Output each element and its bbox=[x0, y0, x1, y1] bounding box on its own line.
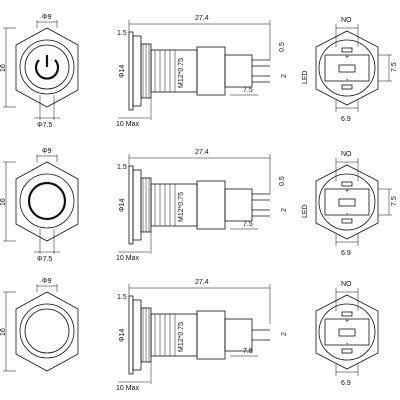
plus-label: + bbox=[345, 318, 349, 325]
length-label: 27.4 bbox=[195, 279, 209, 286]
switch-housing bbox=[196, 46, 226, 96]
front-view: Φ9 16 Φ7.5 bbox=[0, 148, 79, 263]
rear-width-label: 6.9 bbox=[341, 380, 351, 387]
no-terminal-bottom bbox=[341, 84, 353, 90]
side-view: M12*0.75 Φ14 27.4 1.5 10 Max 0.5 2 7.5 bbox=[116, 15, 288, 128]
side-view: M12*0.75 Φ14 27.4 1.5 10 Max 2 7.5 bbox=[116, 279, 288, 392]
flange-label: 1.5 bbox=[117, 294, 127, 301]
body-diameter-label: Φ14 bbox=[119, 199, 126, 212]
front-view: Φ9 16 bbox=[0, 278, 79, 372]
rear-height-label: 7.5 bbox=[391, 196, 398, 206]
length-label: 27.4 bbox=[195, 15, 209, 22]
length-label: 27.4 bbox=[195, 149, 209, 156]
hex-height-label: 16 bbox=[0, 328, 7, 336]
flange-label: 1.5 bbox=[117, 30, 127, 37]
minus-label: - bbox=[346, 211, 349, 218]
thread-label: M12*0.75 bbox=[178, 192, 185, 222]
pin-gap-label: 7.5 bbox=[243, 348, 253, 355]
side-view: M12*0.75 Φ14 27.4 1.5 10 Max 0.5 2 7.5 bbox=[116, 149, 288, 262]
no-label: NO bbox=[341, 17, 352, 24]
rear-view: + - NO LED 7.5 6.9 bbox=[302, 17, 398, 123]
max-label: 10 Max bbox=[116, 385, 139, 392]
max-label: 10 Max bbox=[116, 121, 139, 128]
terminal-block bbox=[224, 54, 253, 88]
bezel-body bbox=[132, 35, 142, 107]
pin-width-label: 0.5 bbox=[279, 42, 286, 52]
front-view: Φ9 16 Φ7.5 bbox=[0, 14, 79, 129]
minus-label: - bbox=[346, 341, 349, 348]
drawing-row-2: Φ9 16 Φ7.5 M12*0.75 Φ14 bbox=[0, 148, 398, 263]
power-symbol-icon bbox=[34, 55, 60, 80]
body-diameter-label: Φ14 bbox=[119, 329, 126, 342]
rear-hex-outline bbox=[315, 30, 379, 106]
pin-gap-label: 7.5 bbox=[243, 87, 253, 94]
max-label: 10 Max bbox=[116, 255, 139, 262]
pin-gap-label: 7.5 bbox=[243, 221, 253, 228]
hex-height-label: 16 bbox=[0, 64, 7, 72]
ring-diameter-label: Φ7.5 bbox=[37, 122, 52, 129]
nut-diameter-label: Φ9 bbox=[42, 148, 52, 155]
hex-nut-outline bbox=[15, 27, 79, 108]
flange-label: 1.5 bbox=[117, 164, 127, 171]
pin-height-label: 2 bbox=[281, 332, 288, 336]
thread-label: M12*0.75 bbox=[178, 58, 185, 88]
rear-width-label: 6.9 bbox=[341, 250, 351, 257]
hex-height-label: 16 bbox=[0, 198, 7, 206]
nut-diameter-label: Φ9 bbox=[42, 14, 52, 21]
body-diameter-label: Φ14 bbox=[119, 65, 126, 78]
rear-view: + - NO 6.9 bbox=[315, 281, 379, 387]
rear-circle bbox=[318, 39, 376, 97]
no-terminal-top bbox=[341, 47, 353, 53]
button-circle bbox=[24, 44, 70, 90]
rear-height-label: 7.5 bbox=[391, 62, 398, 72]
plus-label: + bbox=[345, 54, 349, 61]
bezel-circle bbox=[19, 39, 75, 95]
threaded-body bbox=[150, 49, 198, 93]
led-label: LED bbox=[302, 204, 309, 218]
plain-button-circle bbox=[24, 308, 70, 354]
rear-width-label: 6.9 bbox=[341, 116, 351, 123]
drawing-row-1: Φ9 16 Φ7.5 M12*0.75 Φ14 bbox=[0, 14, 398, 129]
nut-diameter-label: Φ9 bbox=[42, 278, 52, 285]
no-label: NO bbox=[341, 281, 352, 288]
led-ring-icon bbox=[27, 181, 67, 221]
minus-label: - bbox=[346, 77, 349, 84]
flange bbox=[128, 31, 134, 111]
thread-label: M12*0.75 bbox=[178, 322, 185, 352]
pin-width-label: 0.5 bbox=[279, 176, 286, 186]
led-terminal bbox=[338, 64, 356, 73]
ring-diameter-label: Φ7.5 bbox=[37, 256, 52, 263]
plus-label: + bbox=[345, 188, 349, 195]
rear-terminal-base bbox=[324, 54, 370, 82]
drawing-row-3: Φ9 16 M12*0.75 Φ14 27.4 1.5 bbox=[0, 278, 379, 392]
pin-height-label: 2 bbox=[281, 208, 288, 212]
rear-view: + - NO LED 7.5 6.9 bbox=[302, 151, 398, 257]
led-label: LED bbox=[302, 70, 309, 84]
pin-height-label: 2 bbox=[281, 74, 288, 78]
no-label: NO bbox=[341, 151, 352, 158]
